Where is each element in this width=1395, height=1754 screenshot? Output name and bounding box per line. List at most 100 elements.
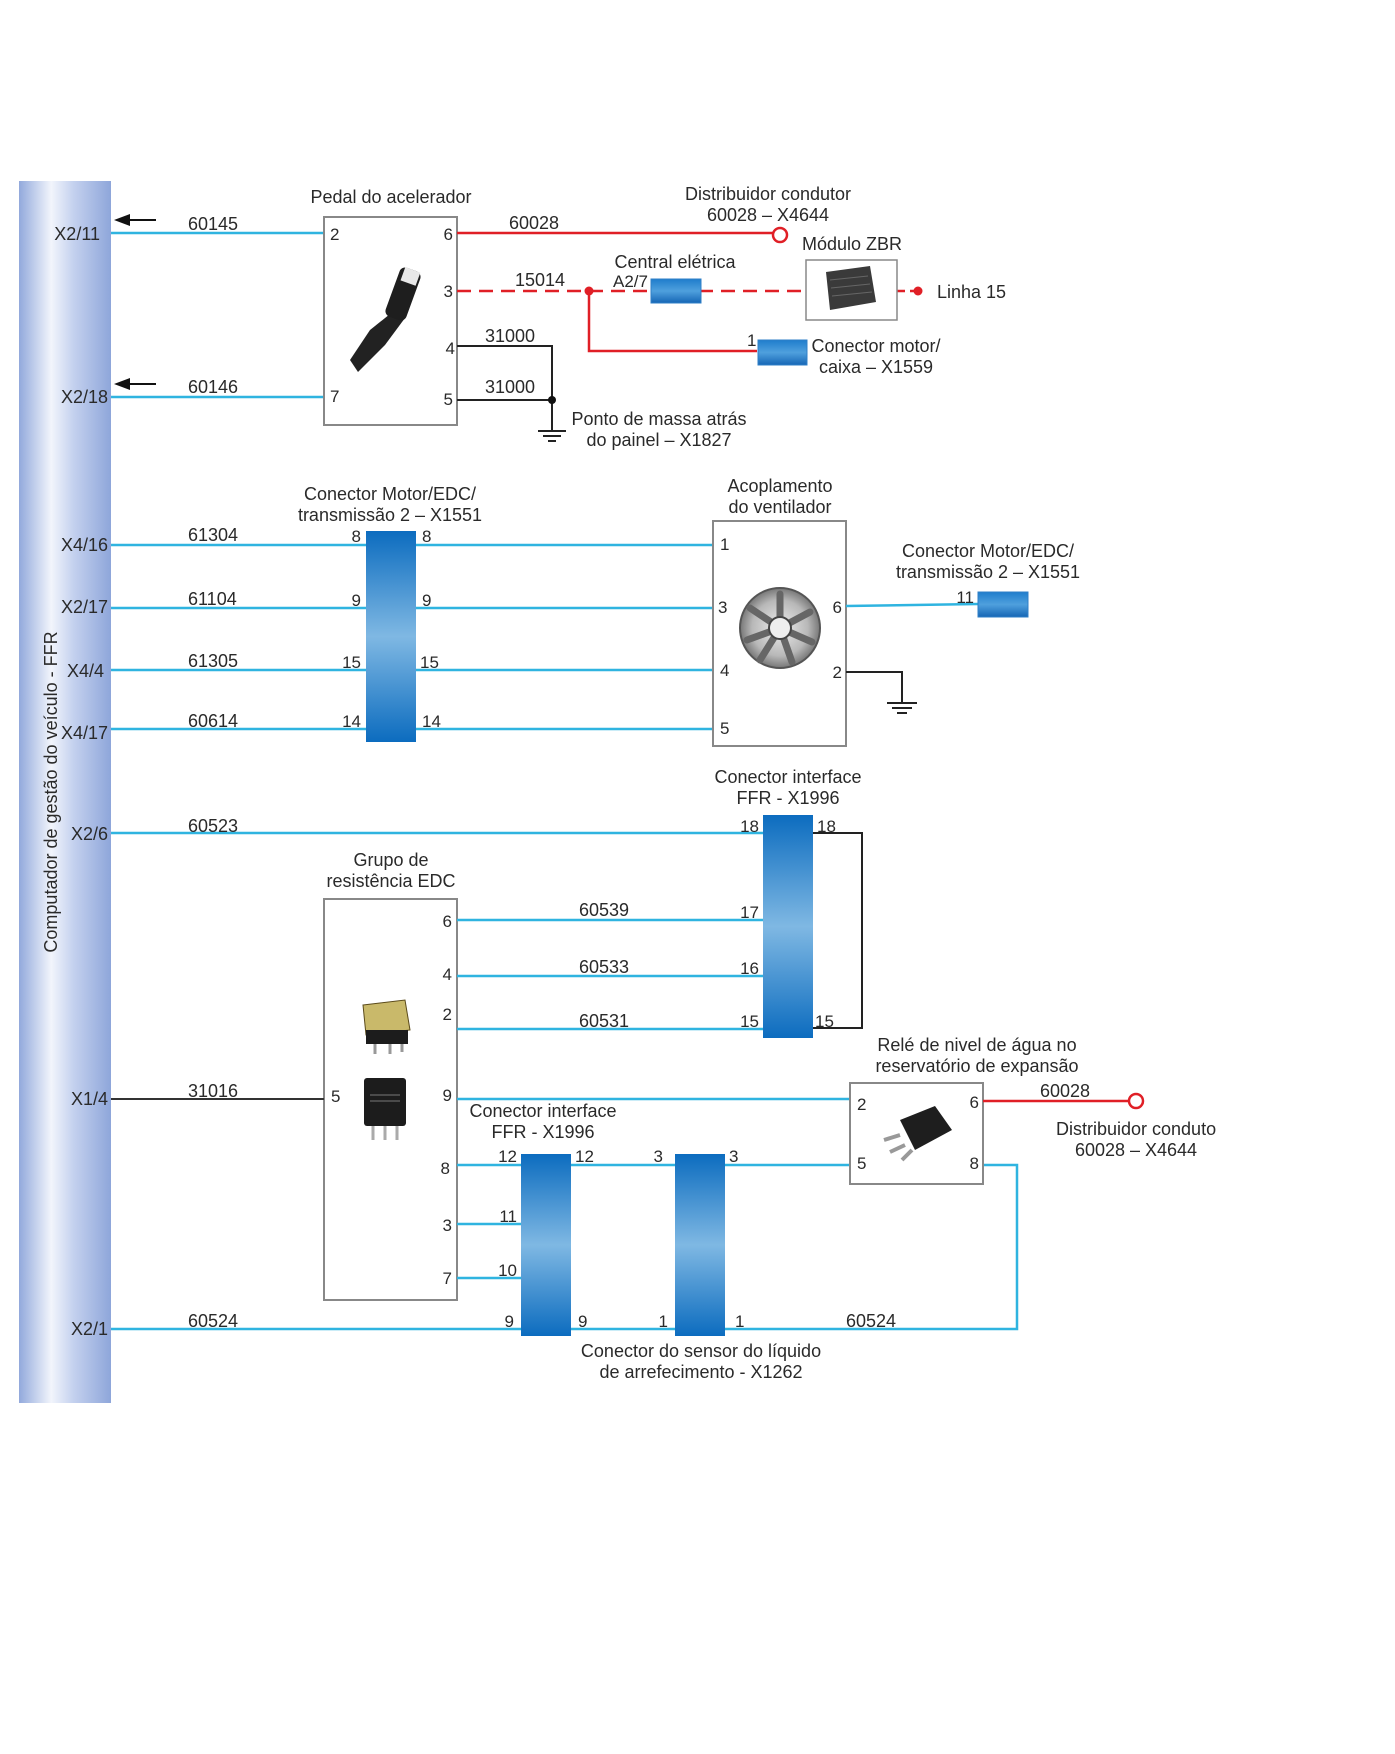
edc-pin-3: 3: [443, 1216, 452, 1235]
x1262-line1: Conector do sensor do líquido: [581, 1341, 821, 1361]
ground-x1827-line1: Ponto de massa atrás: [571, 409, 746, 429]
ground-splice-dot-icon: [548, 396, 556, 404]
water-relay-pin-8: 8: [970, 1154, 979, 1173]
wire-fan-pin6: [845, 602, 979, 608]
wire-label-60531: 60531: [579, 1011, 629, 1031]
wire-label-60524-right: 60524: [846, 1311, 896, 1331]
x1996-bottom-pin-9-left: 9: [505, 1312, 514, 1331]
wire-label-31000-a: 31000: [485, 326, 535, 346]
pedal-icon: [350, 267, 421, 372]
pedal-pin-3: 3: [444, 282, 453, 301]
ecu-pin-x1-4: X1/4: [71, 1089, 108, 1109]
x1996-top-pin-16-left: 16: [740, 959, 759, 978]
ecu-pin-x4-17: X4/17: [61, 723, 108, 743]
ecu-block: Computador de gestão do veículo - FFR X2…: [19, 181, 111, 1403]
x1996-top-line2: FFR - X1996: [736, 788, 839, 808]
pedal-pin-5: 5: [444, 390, 453, 409]
x1262-pin-3-right: 3: [729, 1147, 738, 1166]
x1996-bottom-pin-9-right: 9: [578, 1312, 587, 1331]
water-relay-pin-5: 5: [857, 1154, 866, 1173]
x1551b-pin-11: 11: [956, 588, 974, 607]
distributor-top-line2: 60028 – X4644: [707, 205, 829, 225]
connector-x1551-b: [977, 591, 1029, 618]
edc-title-line1: Grupo de: [353, 850, 428, 870]
x1551b-line1: Conector Motor/EDC/: [902, 541, 1074, 561]
distributor-terminal-icon: [771, 226, 789, 244]
x1996-top-line1: Conector interface: [714, 767, 861, 787]
x1262-pin-3-left: 3: [654, 1147, 663, 1166]
edc-pin-7: 7: [443, 1269, 452, 1288]
linha15-terminal-icon: [913, 286, 923, 296]
edc-pin-9: 9: [443, 1086, 452, 1105]
accelerator-pedal-title: Pedal do acelerador: [310, 187, 471, 207]
x1551-pin-9-right: 9: [422, 591, 431, 610]
x1996-bottom-pin-10-left: 10: [498, 1261, 517, 1280]
water-relay-line2: reservatório de expansão: [875, 1056, 1078, 1076]
wires-lower: [111, 1163, 1019, 1331]
wire-label-60524-left: 60524: [188, 1311, 238, 1331]
fan-pin-3: 3: [718, 598, 727, 617]
distributor-bottom-line2: 60028 – X4644: [1075, 1140, 1197, 1160]
wires-edc-to-x1996: [457, 918, 763, 1031]
x1996-top-pin-17-left: 17: [740, 903, 759, 922]
ecu-pin-x4-4: X4/4: [67, 661, 104, 681]
x1551b-line2: transmissão 2 – X1551: [896, 562, 1080, 582]
x1551-pin-9-left: 9: [352, 591, 361, 610]
ecu-pin-x2-6: X2/6: [71, 824, 108, 844]
wire-label-61304: 61304: [188, 525, 238, 545]
central-eletrica-fuse: [650, 278, 702, 304]
fan-coupling-line2: do ventilador: [728, 497, 831, 517]
ecu-pin-x2-1: X2/1: [71, 1319, 108, 1339]
connector-x1551: [366, 531, 416, 742]
fan-pin-2: 2: [833, 663, 842, 682]
x1996-bottom-pin-12-left: 12: [498, 1147, 517, 1166]
fan-pin-4: 4: [720, 661, 729, 680]
wire-label-60539: 60539: [579, 900, 629, 920]
wire-label-60614: 60614: [188, 711, 238, 731]
linha-15-label: Linha 15: [937, 282, 1006, 302]
x1262-line2: de arrefecimento - X1262: [599, 1362, 802, 1382]
fan-pin-1: 1: [720, 535, 729, 554]
x1996-top-pin-18-left: 18: [740, 817, 759, 836]
fan-ground-symbol-icon: [887, 702, 917, 714]
wire-label-60523: 60523: [188, 816, 238, 836]
ecu-pin-x2-17: X2/17: [61, 597, 108, 617]
distributor-top-line1: Distribuidor condutor: [685, 184, 851, 204]
central-eletrica-title: Central elétrica: [614, 252, 736, 272]
wire-fan-ground: [846, 671, 903, 702]
x1996-top-pin-18-right: 18: [817, 817, 836, 836]
pedal-pin-2: 2: [330, 225, 339, 244]
x1551-pin-14-left: 14: [342, 712, 361, 731]
edc-pin-5: 5: [331, 1087, 340, 1106]
wire-label-60146: 60146: [188, 377, 238, 397]
x1551-line1: Conector Motor/EDC/: [304, 484, 476, 504]
ecu-pin-x4-16: X4/16: [61, 535, 108, 555]
water-relay-pin-6: 6: [970, 1093, 979, 1112]
pedal-pin-7: 7: [330, 387, 339, 406]
edc-pin-2: 2: [443, 1005, 452, 1024]
ecu-label: Computador de gestão do veículo - FFR: [41, 631, 61, 952]
accelerator-pedal-box: Pedal do acelerador 2 7 6 3 4 5: [310, 187, 472, 426]
wire-label-31000-b: 31000: [485, 377, 535, 397]
distributor-bottom-terminal-icon: [1127, 1092, 1145, 1110]
x1996-top-pin-15-right: 15: [815, 1012, 834, 1031]
water-relay-box: Relé de nivel de água no reservatório de…: [849, 1035, 1079, 1185]
ecu-pin-x2-18: X2/18: [61, 387, 108, 407]
pedal-pin-4: 4: [446, 339, 455, 358]
connector-x1996-bottom: [521, 1154, 571, 1336]
x1262-pin-1-right: 1: [735, 1312, 744, 1331]
x1551-pin-14-right: 14: [422, 712, 441, 731]
wire-label-60028-bottom: 60028: [1040, 1081, 1090, 1101]
x1551-pin-15-right: 15: [420, 653, 439, 672]
distributor-bottom-line1: Distribuidor conduto: [1056, 1119, 1216, 1139]
x1551-pin-8-right: 8: [422, 527, 431, 546]
wire-label-15014: 15014: [515, 270, 565, 290]
ground-x1827-line2: do painel – X1827: [586, 430, 731, 450]
wire-label-60145: 60145: [188, 214, 238, 234]
wire-label-31016: 31016: [188, 1081, 238, 1101]
x1551-pin-8-left: 8: [352, 527, 361, 546]
ecu-pin-x2-11: X2/11: [54, 224, 100, 244]
edc-pin-6: 6: [443, 912, 452, 931]
x1551-line2: transmissão 2 – X1551: [298, 505, 482, 525]
